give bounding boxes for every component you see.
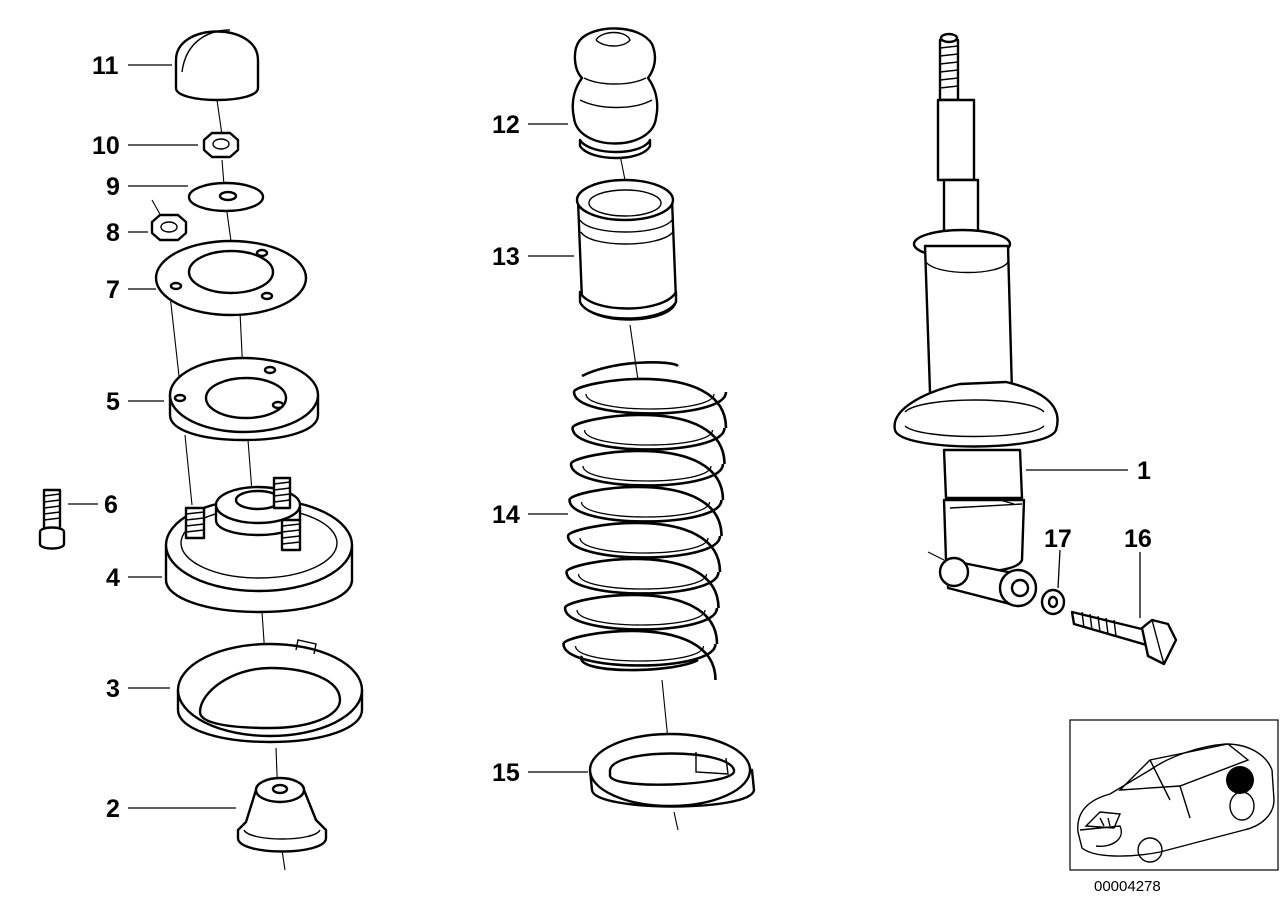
part-11-cap: [174, 29, 260, 102]
part-12-bump-stop: [571, 27, 659, 160]
part-4-strut-mount: [164, 476, 354, 614]
document-number: 00004278: [1094, 878, 1161, 895]
part-17-washer: [1040, 588, 1066, 616]
callout-5: 5: [106, 388, 120, 416]
part-14-coil-spring: [562, 361, 728, 681]
leader-lines: [68, 64, 1141, 809]
center-stack-axis: [619, 154, 679, 831]
part-1-shock-absorber: [893, 32, 1059, 608]
callout-17: 17: [1044, 525, 1072, 553]
part-2-bump-cup: [236, 776, 328, 853]
location-marker-icon: [1226, 766, 1254, 794]
callout-12: 12: [492, 111, 520, 139]
callout-1: 1: [1137, 457, 1151, 485]
part-10-nut: [202, 131, 240, 159]
callout-16: 16: [1124, 525, 1152, 553]
part-5-spacer-ring: [168, 356, 320, 442]
callout-9: 9: [106, 173, 120, 201]
callout-10: 10: [92, 132, 120, 160]
callout-11: 11: [92, 52, 119, 80]
part-8-nut: [150, 213, 188, 242]
callout-8: 8: [106, 219, 120, 247]
callout-7: 7: [106, 276, 120, 304]
part-13-protective-tube: [575, 178, 678, 321]
callout-13: 13: [492, 243, 520, 271]
callout-4: 4: [106, 564, 120, 592]
part-7-plate: [154, 239, 308, 317]
part-16-bolt: [1070, 610, 1178, 666]
part-3-spring-seat: [176, 639, 364, 744]
callout-3: 3: [106, 675, 120, 703]
callout-15: 15: [492, 759, 520, 787]
callout-labels: 1 2 3 4 5 6 7 8 9 10 11 12 13 14 15 16 1…: [92, 52, 1152, 823]
callout-2: 2: [106, 795, 120, 823]
vehicle-locator-inset: [1069, 719, 1279, 871]
part-9-washer: [187, 181, 265, 213]
part-6-bolt: [38, 488, 66, 550]
callout-14: 14: [492, 501, 520, 529]
callout-6: 6: [104, 491, 118, 519]
part-15-spring-pad: [588, 732, 756, 808]
